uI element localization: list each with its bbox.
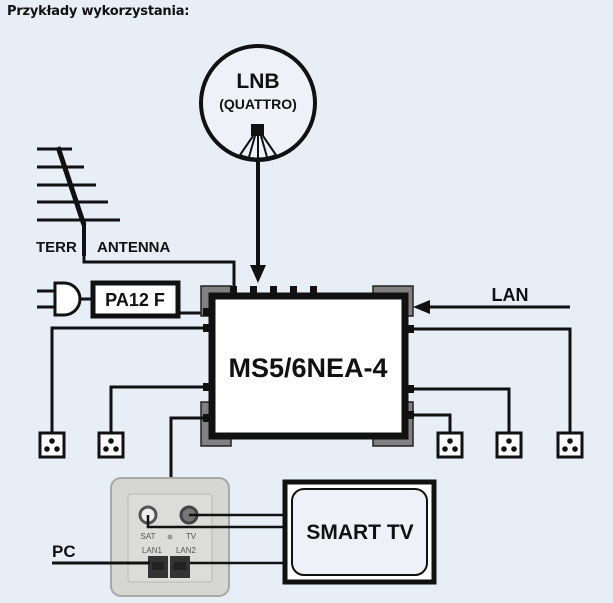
outlet-socket-icon: [97, 431, 125, 459]
tv-cables: [146, 513, 285, 565]
multiswitch-box: [208, 292, 409, 440]
lnb-title: LNB: [236, 70, 279, 93]
outlet-socket-icon: [436, 431, 464, 459]
lnb-subtitle: (QUATTRO): [219, 96, 297, 112]
wall-socket: SAT TV LAN1 LAN2: [110, 477, 230, 597]
outlet-socket-icon: [38, 431, 66, 459]
smart-tv: SMART TV: [282, 479, 437, 585]
smart-tv-label: SMART TV: [306, 521, 413, 544]
arrow-left-icon: [413, 300, 430, 314]
outlet-socket-icon: [556, 431, 584, 459]
pc-label: PC: [52, 542, 76, 561]
lan1-port-label: LAN1: [142, 546, 163, 555]
outlet-socket-icon: [495, 431, 523, 459]
page-heading: Przykłady wykorzystania:: [7, 4, 190, 19]
lan-label: LAN: [492, 285, 529, 305]
terr-label: TERR: [36, 239, 77, 256]
amplifier-label: PA12 F: [105, 290, 165, 310]
antenna-label: ANTENNA: [97, 239, 170, 256]
lan2-port-label: LAN2: [176, 546, 197, 555]
lnb-dish: LNB (QUATTRO): [199, 44, 317, 162]
multiswitch-label: MS5/6NEA-4: [228, 353, 387, 383]
sat-port-label: SAT: [141, 532, 156, 541]
sat-input-ports: [230, 286, 317, 296]
power-plug-icon: [37, 281, 93, 317]
tv-port-label: TV: [186, 532, 197, 541]
terr-antenna-icon: [37, 146, 120, 256]
terr-cable: [82, 256, 236, 290]
arrow-down-icon: [250, 265, 266, 283]
outlet-cables: [50, 326, 572, 478]
amplifier-box: [90, 280, 181, 319]
